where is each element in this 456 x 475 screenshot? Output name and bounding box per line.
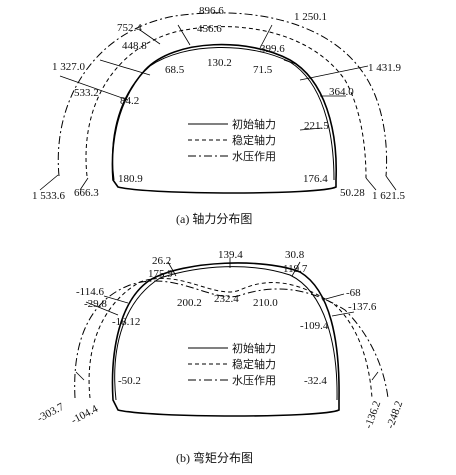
label-a-1: 752.4 (117, 22, 142, 34)
label-a-11: 533.2 (74, 87, 99, 99)
label-a-0: 896.6 (199, 5, 224, 17)
label-b-0: 139.4 (218, 249, 243, 261)
label-b-19: -248.2 (384, 399, 405, 430)
label-b-7: -29.8 (84, 298, 107, 310)
bending-moment-diagram: 139.4 26.2 30.8 175.9 119.7 -114.6 -68 -… (35, 249, 405, 465)
label-a-16: 176.4 (303, 173, 328, 185)
legend-b: 初始轴力 稳定轴力 水压作用 (188, 341, 276, 387)
tunnel-lining-a (111, 43, 337, 194)
caption-b: (b) 弯矩分布图 (176, 450, 253, 465)
legend-a: 初始轴力 稳定轴力 水压作用 (188, 117, 276, 163)
legend-a-stable: 稳定轴力 (232, 133, 276, 147)
label-a-10: 1 431.9 (368, 62, 402, 74)
legend-a-initial: 初始轴力 (232, 117, 276, 131)
label-b-10: 210.0 (253, 297, 278, 309)
legend-b-initial: 初始轴力 (232, 341, 276, 355)
stable-axial-curve-a (85, 26, 367, 179)
label-a-12: 84.2 (120, 95, 139, 107)
label-b-18: -136.2 (362, 399, 383, 430)
label-b-13: -109.4 (300, 320, 329, 332)
label-a-4: 448.8 (122, 40, 147, 52)
legend-b-stable: 稳定轴力 (232, 357, 276, 371)
label-a-2: 456.6 (197, 23, 222, 35)
label-b-11: -137.6 (348, 301, 377, 313)
label-a-13: 364.0 (329, 86, 354, 98)
label-b-14: -50.2 (118, 375, 141, 387)
label-a-8: 130.2 (207, 57, 232, 69)
leader-lines-b (75, 258, 379, 381)
label-b-12: -18.12 (112, 316, 140, 328)
label-b-5: -114.6 (76, 286, 105, 298)
label-b-2: 30.8 (285, 249, 305, 261)
label-a-5: 399.6 (260, 43, 285, 55)
axial-force-diagram: 896.6 752.4 456.6 1 250.1 448.8 399.6 1 … (32, 5, 406, 226)
legend-b-water: 水压作用 (232, 374, 276, 387)
label-a-7: 68.5 (165, 64, 185, 76)
label-b-9: 232.4 (214, 293, 239, 305)
label-a-14: 221.5 (304, 120, 329, 132)
label-a-6: 1 327.0 (52, 61, 86, 73)
water-moment-curve-b (74, 280, 389, 399)
label-b-16: -303.7 (35, 401, 66, 425)
tunnel-lining-b (111, 262, 340, 417)
initial-moment-curve-b (114, 266, 338, 401)
label-b-3: 175.9 (148, 268, 173, 280)
legend-a-water: 水压作用 (232, 150, 276, 163)
label-b-4: 119.7 (283, 263, 308, 275)
label-a-18: 666.3 (74, 187, 99, 199)
label-a-9: 71.5 (253, 64, 273, 76)
label-a-17: 1 533.6 (32, 190, 66, 202)
label-b-8: 200.2 (177, 297, 202, 309)
caption-a: (a) 轴力分布图 (176, 211, 252, 226)
label-a-20: 1 621.5 (372, 190, 406, 202)
label-a-15: 180.9 (118, 173, 143, 185)
leader-lines-a (39, 24, 397, 191)
label-a-19: 50.28 (340, 187, 365, 199)
label-b-1: 26.2 (152, 255, 171, 267)
label-b-17: -104.4 (69, 403, 100, 427)
label-a-3: 1 250.1 (294, 11, 327, 23)
water-pressure-curve-a (57, 12, 388, 177)
initial-axial-curve-a (112, 46, 335, 181)
label-b-15: -32.4 (304, 375, 327, 387)
label-b-6: -68 (346, 287, 361, 299)
